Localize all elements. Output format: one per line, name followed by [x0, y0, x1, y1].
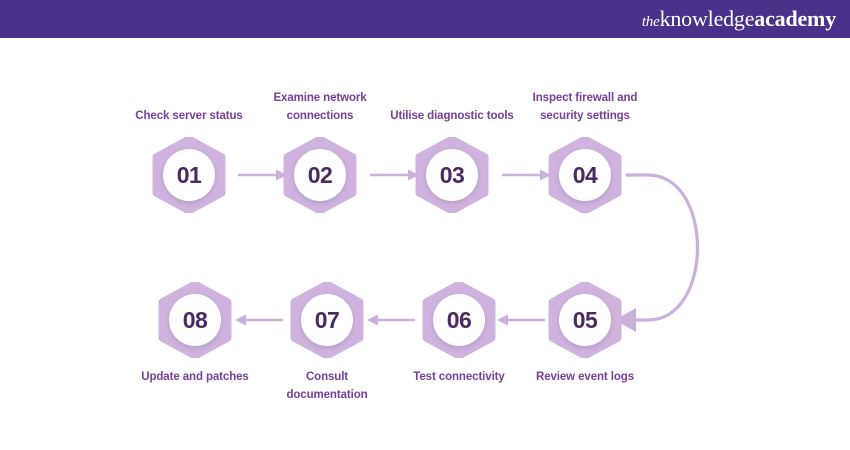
- step-hexagon-08[interactable]: 08: [156, 282, 234, 358]
- step-number-04: 04: [572, 161, 598, 188]
- step-hexagon-07[interactable]: 07: [288, 282, 366, 358]
- step-number-05: 05: [572, 306, 598, 333]
- step-hexagon-01[interactable]: 01: [150, 137, 228, 213]
- step-label-05: Review event logs: [535, 371, 634, 383]
- step-number-06: 06: [446, 306, 472, 333]
- arrow-07-to-08: [235, 314, 283, 326]
- step-node-03[interactable]: Utilise diagnostic tools 03: [390, 53, 514, 213]
- step-number-01: 01: [176, 161, 202, 188]
- step-number-08: 08: [182, 306, 208, 333]
- step-hexagon-06[interactable]: 06: [420, 282, 498, 358]
- step-node-02[interactable]: Examine network connections 02: [260, 53, 380, 213]
- step-number-03: 03: [439, 161, 465, 188]
- step-node-05[interactable]: 05 Review event logs: [525, 282, 645, 442]
- step-node-01[interactable]: Check server status 01: [129, 53, 249, 213]
- arrow-02-to-03: [370, 169, 419, 181]
- process-flow-diagram: Check server status 01 Examine network c…: [0, 38, 850, 450]
- logo-word-knowledge: knowledge: [659, 6, 755, 31]
- arrow-04-to-05-curve: [615, 173, 699, 332]
- step-number-07: 07: [314, 306, 340, 333]
- step-label-03: Utilise diagnostic tools: [390, 110, 514, 123]
- step-number-disc-05: 05: [559, 294, 611, 346]
- step-label-04: Inspect firewall and security settings: [532, 92, 638, 123]
- arrow-06-to-07: [367, 314, 415, 326]
- step-number-disc-01: 01: [163, 149, 215, 201]
- step-label-06: Test connectivity: [413, 371, 505, 383]
- step-hexagon-02[interactable]: 02: [281, 137, 359, 213]
- brand-logo: theknowledgeacademy: [642, 8, 836, 30]
- step-node-04[interactable]: Inspect firewall and security settings 0…: [525, 53, 645, 213]
- arrow-01-to-02: [238, 169, 287, 181]
- step-number-disc-08: 08: [169, 294, 221, 346]
- step-node-08[interactable]: 08 Update and patches: [135, 282, 255, 442]
- arrow-03-to-04: [502, 169, 551, 181]
- step-number-disc-02: 02: [294, 149, 346, 201]
- connector-layer: [235, 169, 699, 332]
- step-label-02: Examine network connections: [273, 92, 367, 123]
- step-label-07: Consult documentation: [286, 371, 368, 401]
- logo-word-academy: academy: [754, 6, 836, 31]
- step-number-disc-07: 07: [301, 294, 353, 346]
- arrow-05-to-06: [497, 314, 545, 326]
- logo-word-the: the: [641, 14, 660, 30]
- step-hexagon-03[interactable]: 03: [413, 137, 491, 213]
- header-bar: theknowledgeacademy: [0, 0, 850, 38]
- step-number-disc-06: 06: [433, 294, 485, 346]
- step-hexagon-05[interactable]: 05: [546, 282, 624, 358]
- step-number-disc-03: 03: [426, 149, 478, 201]
- step-hexagon-04[interactable]: 04: [546, 137, 624, 213]
- step-label-08: Update and patches: [141, 371, 249, 383]
- step-number-02: 02: [307, 161, 333, 188]
- step-node-06[interactable]: 06 Test connectivity: [399, 282, 519, 442]
- step-number-disc-04: 04: [559, 149, 611, 201]
- step-label-01: Check server status: [135, 110, 243, 123]
- step-node-07[interactable]: 07 Consult documentation: [267, 282, 387, 442]
